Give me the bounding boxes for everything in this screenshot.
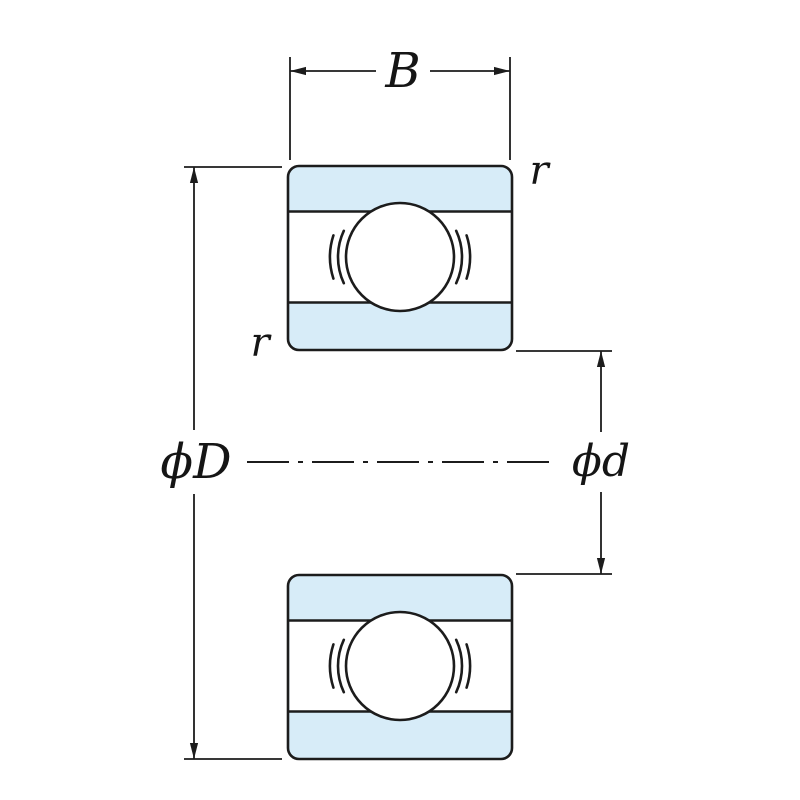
chamfer-label-top-right: r (529, 148, 551, 194)
arrowhead-down (596, 558, 606, 574)
cage-arc (328, 643, 335, 689)
cage-arc (454, 638, 464, 694)
dimension-width-B: B (289, 43, 511, 160)
dimension-bore-diameter: ϕd (516, 350, 630, 575)
arrowhead-up (189, 167, 199, 183)
outer-diameter-label: ϕD (160, 434, 231, 490)
cage-arc (465, 234, 472, 280)
bearing-lower-section (286, 573, 514, 761)
ball-top (344, 201, 456, 313)
dimension-outer-diameter: ϕD (160, 166, 282, 760)
cage-arc (328, 234, 335, 280)
arrowhead-left (290, 66, 306, 76)
cage-arc (454, 229, 464, 285)
ball-bottom (344, 610, 456, 722)
arrowhead-right (494, 66, 510, 76)
chamfer-label-mid-left: r (250, 320, 272, 366)
cage-arc (465, 643, 472, 689)
cage-arc (336, 229, 346, 285)
cage-arc (336, 638, 346, 694)
arrowhead-down (189, 743, 199, 759)
bearing-upper-section (286, 164, 514, 352)
bore-diameter-label: ϕd (572, 436, 630, 487)
width-label: B (384, 43, 420, 99)
arrowhead-up (596, 351, 606, 367)
